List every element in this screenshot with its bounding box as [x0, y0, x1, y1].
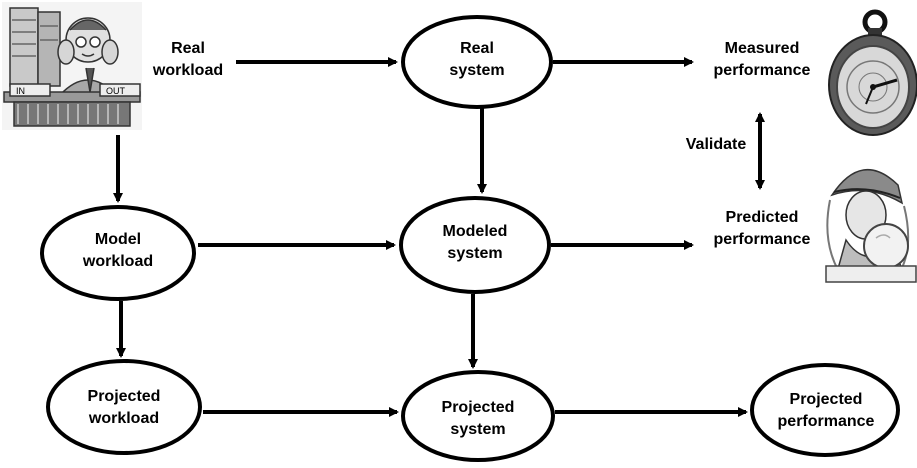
out-tray-label: OUT [106, 86, 126, 96]
fortune-teller-crystal-ball-icon [825, 169, 917, 283]
office-worker-in-out-tray-icon: IN OUT [2, 2, 142, 130]
stopwatch-icon [828, 9, 917, 136]
projected-performance-node [750, 363, 900, 457]
projected-workload-node [46, 359, 202, 455]
projected-system-node [401, 370, 555, 462]
real-system-node [401, 15, 553, 109]
validate-label: Validate [685, 136, 747, 153]
in-tray-label: IN [16, 86, 25, 96]
model-workload-node [40, 205, 196, 301]
modeled-system-node [399, 196, 551, 294]
